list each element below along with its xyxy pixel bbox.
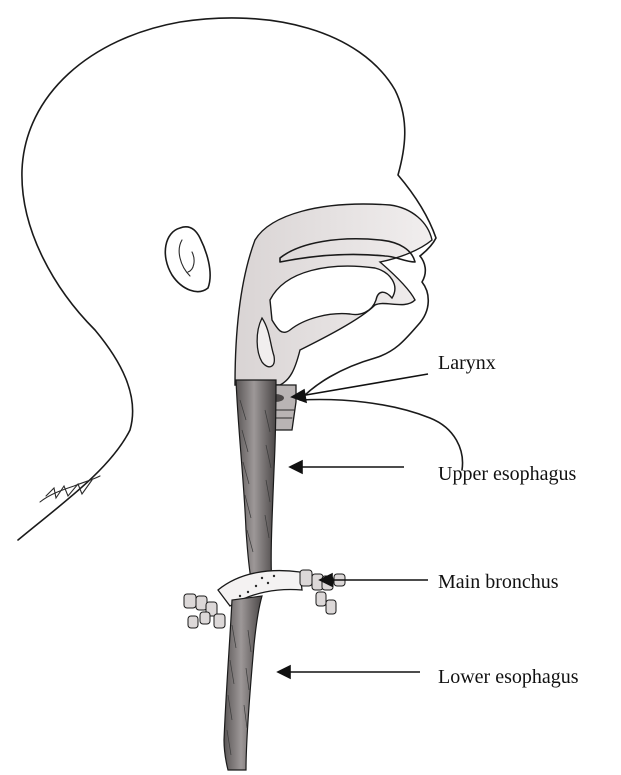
- label-main-bronchus: Main bronchus: [438, 571, 559, 593]
- larynx-arrow: [300, 374, 428, 396]
- upper-esophagus-tube: [236, 380, 276, 585]
- label-lower-esophagus: Lower esophagus: [438, 666, 579, 688]
- label-larynx: Larynx: [438, 352, 496, 374]
- lower-esophagus-tube: [224, 596, 262, 770]
- ear-icon: [165, 227, 210, 292]
- label-arrows: [278, 374, 428, 678]
- label-upper-esophagus: Upper esophagus: [438, 463, 577, 485]
